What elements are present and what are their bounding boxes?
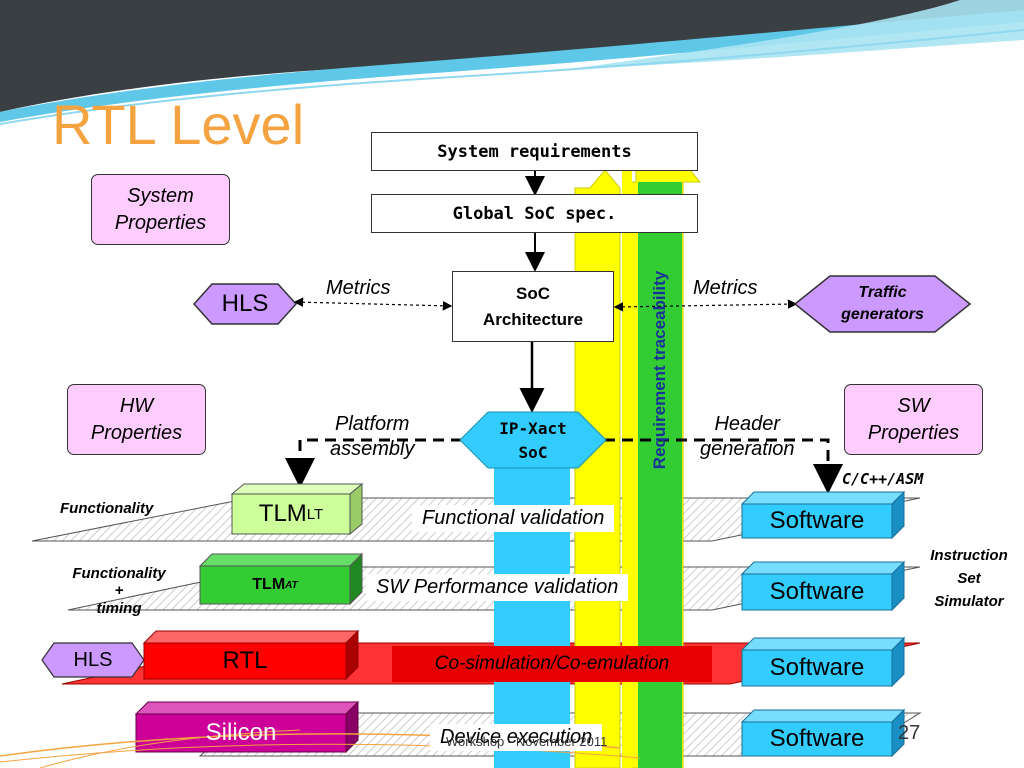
ip-xact-line1: IP-Xact [499,419,567,438]
global-soc-spec-box: Global SoC spec. [371,194,698,233]
soc-architecture-line2: Architecture [482,309,584,329]
footer-swirl-2 [0,743,641,763]
iss-line1: Instruction [930,547,1008,564]
sw-properties-line2: Properties [867,421,960,444]
platform-assembly-line1: Platform [335,413,410,435]
tlm-lt-sub: LT [306,505,324,523]
ip-xact-line2: SoC [518,443,548,462]
footer-swirl-3 [39,729,301,768]
soc-architecture-box: SoC Architecture [452,271,614,342]
rtl-box [142,629,360,681]
functionality-timing-line1: Functionality [72,565,166,582]
system-properties-line2: Properties [114,211,207,234]
footer-text: Workshop - November 2011 [446,734,608,749]
header-generation-line1: Header [714,413,781,435]
system-requirements-box: System requirements [371,132,698,171]
sw-properties-line1: SW [897,394,930,417]
hw-properties-line1: HW [119,394,154,417]
requirement-traceability-label: Requirement traceability [650,270,669,470]
tlm-lt-box [230,482,364,536]
software-label-2: Software [769,578,865,605]
iss-line3: Simulator [934,593,1004,610]
co-simulation-label: Co-simulation/Co-emulation [392,646,712,682]
header-swoosh [0,0,1024,125]
tlm-at-box [198,552,364,606]
metrics-left-arrow [293,297,453,311]
software-box-4 [740,708,906,758]
functionality-timing-line3: timing [96,600,142,617]
tlm-lt-main: TLM [258,500,307,527]
platform-assembly-line2: assembly [330,438,415,460]
traffic-generators-line2: generators [841,306,924,323]
tlm-at-main: TLM [252,576,286,593]
header-dashed-line [604,438,830,478]
page-number: 27 [898,722,921,744]
hls-label: HLS [221,290,269,317]
platform-assembly-label: Platform assembly [330,412,414,462]
system-properties-line1: System [127,184,194,207]
metrics-right-label: Metrics [693,277,758,299]
software-label-1: Software [769,507,865,534]
sw-performance-validation-label: SW Performance validation [366,574,629,601]
silicon-label: Silicon [205,719,277,746]
traffic-generators-label: Traffic generators [795,276,970,332]
traffic-generators-line1: Traffic [858,284,907,301]
header-generation-label: Header generation [700,412,795,462]
hls-bottom-label: HLS [73,648,113,671]
software-label-4: Software [769,725,865,752]
software-box-3 [740,636,906,688]
rtl-label: RTL [222,647,268,674]
c-cpp-asm-label: C/C++/ASM [842,470,924,488]
software-box-1 [740,490,906,540]
tlm-at-sub: AT [285,579,298,591]
instruction-set-simulator-label: Instruction Set Simulator [914,544,1024,613]
metrics-left-label: Metrics [326,277,391,299]
ip-xact-soc-label: IP-Xact SoC [470,414,596,468]
functionality-timing-label: Functionality + timing [56,562,182,620]
hw-properties-box: HW Properties [67,384,206,455]
ip-xact-hexagon [459,411,607,469]
traffic-generators-hexagon [793,275,972,333]
software-label-3: Software [769,654,865,681]
header-generation-line2: generation [700,438,795,460]
functionality-timing-line2: + [114,582,124,599]
device-execution-label: Device execution [430,724,603,751]
iss-line2: Set [957,570,981,587]
soc-architecture-line1: SoC [516,283,550,303]
sw-properties-box: SW Properties [844,384,983,455]
hw-properties-line2: Properties [90,421,183,444]
hls-hexagon [192,283,298,325]
page-title: RTL Level [52,93,305,156]
functionality-label: Functionality [60,500,154,517]
system-properties-box: System Properties [91,174,230,245]
software-box-2 [740,560,906,612]
functional-validation-label: Functional validation [412,505,615,532]
